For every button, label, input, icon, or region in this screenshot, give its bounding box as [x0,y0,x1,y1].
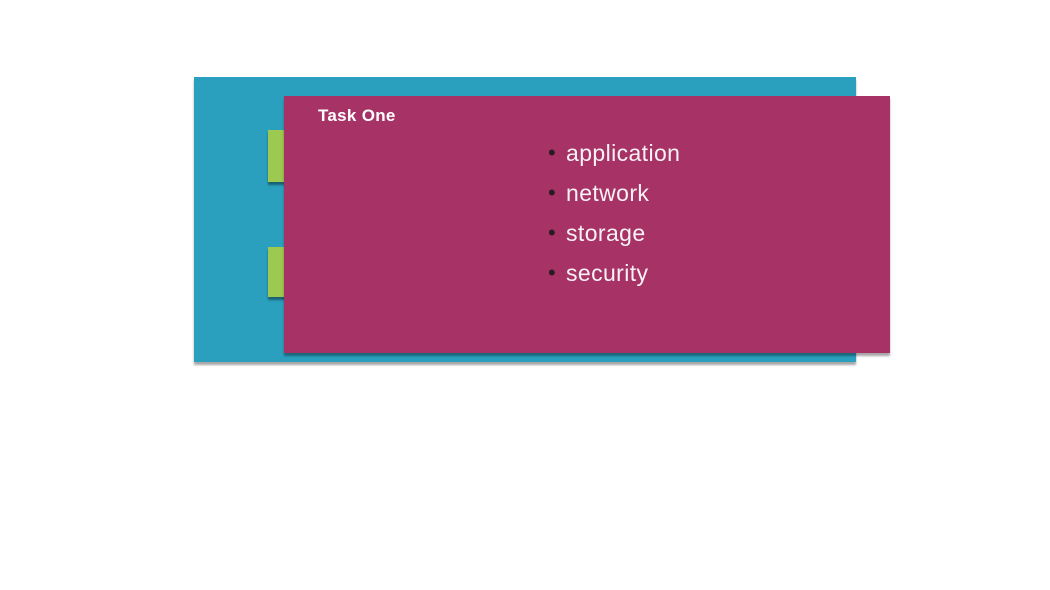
bullet-icon: • [548,220,557,245]
list-item: • security [548,253,680,293]
bullet-icon: • [548,180,557,205]
bullet-label: security [566,259,649,286]
list-item: • network [548,173,680,213]
bullet-list: • application • network • storage • secu… [548,133,680,293]
list-item: • application [548,133,680,173]
task-panel: Task One • application • network • stora… [284,96,890,353]
bullet-icon: • [548,260,557,285]
list-item: • storage [548,213,680,253]
bullet-label: network [566,179,650,206]
bullet-icon: • [548,140,557,165]
bullet-label: application [566,139,681,166]
bullet-label: storage [566,219,646,246]
panel-title: Task One [318,106,396,125]
